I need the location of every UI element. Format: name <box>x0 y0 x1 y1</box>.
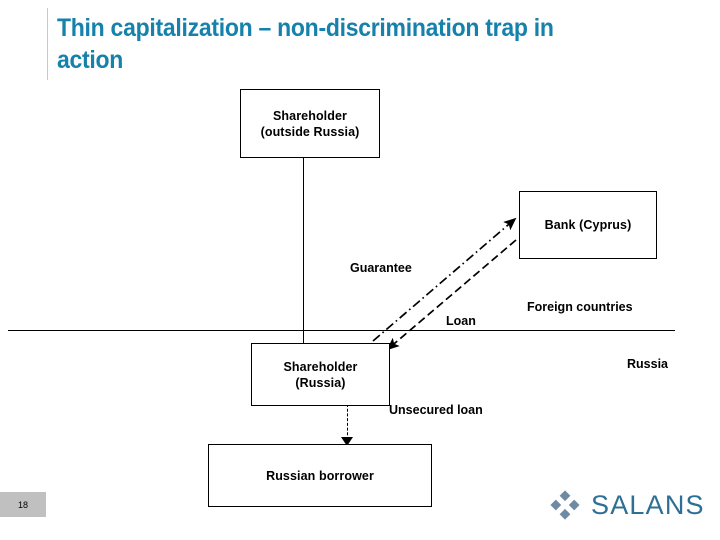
label-guarantee: Guarantee <box>350 261 412 275</box>
connector-loan-arrow <box>386 239 517 351</box>
arrowhead-down-icon <box>341 437 353 446</box>
page-title: Thin capitalization – non-discrimination… <box>57 14 560 74</box>
label-region-foreign-countries: Foreign countries <box>527 300 633 314</box>
label-region-russia: Russia <box>627 357 668 371</box>
label-loan: Loan <box>446 314 476 328</box>
salans-logo: SALANS <box>548 486 704 524</box>
label-unsecured-loan: Unsecured loan <box>389 403 483 417</box>
connector-unsecured-loan-line <box>347 404 348 440</box>
connector-ownership-line <box>303 156 304 344</box>
border-divider-line <box>8 330 675 331</box>
node-bank-cyprus[interactable]: Bank (Cyprus) <box>519 191 657 259</box>
salans-wordmark: SALANS <box>591 489 705 520</box>
node-russian-borrower[interactable]: Russian borrower <box>208 444 432 507</box>
node-shareholder-russia[interactable]: Shareholder (Russia) <box>251 343 390 406</box>
page-number-badge: 18 <box>0 492 46 517</box>
node-shareholder-outside-russia[interactable]: Shareholder (outside Russia) <box>240 89 380 158</box>
title-accent-rule <box>47 8 48 80</box>
connector-guarantee-arrow <box>372 217 517 342</box>
salans-diamond-mark-icon <box>550 490 580 520</box>
